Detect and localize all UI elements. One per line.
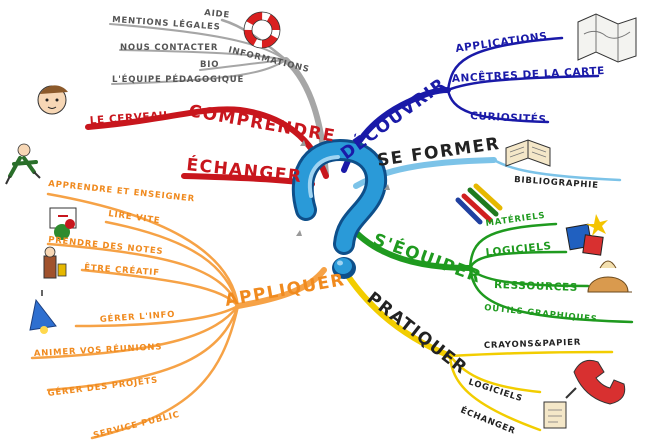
pratiquer-label[interactable]: PRATIQUER bbox=[363, 288, 471, 379]
appliquer-label[interactable]: APPLIQUER bbox=[223, 270, 346, 311]
equipe-pedagogique-link[interactable]: L'ÉQUIPE PÉDAGOGIQUE bbox=[112, 73, 244, 85]
sequiper-label[interactable]: S'ÉQUIPER bbox=[370, 228, 485, 288]
ressources-link[interactable]: RESSOURCES bbox=[494, 279, 578, 294]
painter-icon bbox=[49, 207, 77, 240]
applications-link[interactable]: APPLICATIONS bbox=[455, 30, 548, 55]
nous-contacter-link[interactable]: NOUS CONTACTER bbox=[120, 43, 218, 53]
etre-creatif-link[interactable]: ÊTRE CRÉATIF bbox=[84, 261, 160, 278]
book-icon bbox=[505, 139, 551, 167]
comprendre-branch-lines bbox=[85, 106, 329, 179]
prendre-des-notes-link[interactable]: PRENDRE DES NOTES bbox=[48, 235, 164, 257]
informations-branch-lines bbox=[109, 18, 329, 177]
animer-reunions-link[interactable]: ANIMER VOS RÉUNIONS bbox=[34, 340, 163, 359]
bio-link[interactable]: BIO bbox=[200, 60, 219, 70]
question-mark-icon[interactable] bbox=[291, 139, 388, 279]
reader-icon bbox=[43, 246, 67, 279]
le-cerveau-link[interactable]: LE CERVEAU bbox=[89, 110, 168, 127]
sport-icon bbox=[5, 143, 41, 185]
lamp-icon bbox=[29, 290, 57, 334]
phone-icon bbox=[573, 359, 626, 405]
ancetres-de-la-carte-link[interactable]: ANCÊTRES DE LA CARTE bbox=[451, 64, 605, 85]
head-icon bbox=[37, 85, 68, 115]
service-public-link[interactable]: SERVICE PUBLIC bbox=[92, 410, 181, 441]
pencils-icon bbox=[455, 183, 503, 225]
software-icon bbox=[565, 214, 608, 256]
writer-icon bbox=[543, 387, 577, 429]
logiciels-pratiquer-link[interactable]: LOGICIELS bbox=[467, 377, 524, 404]
pin-icon bbox=[296, 140, 390, 236]
bread-icon bbox=[587, 260, 632, 293]
appliquer-branch-lines bbox=[30, 192, 327, 440]
echanger-pratiquer-link[interactable]: ÉCHANGER bbox=[459, 404, 518, 437]
logiciels-equiper-link[interactable]: LOGICIELS bbox=[485, 240, 552, 259]
crayons-papier-link[interactable]: CRAYONS&PAPIER bbox=[484, 338, 582, 351]
aide-link[interactable]: AIDE bbox=[204, 8, 231, 21]
echanger-label[interactable]: ÉCHANGER bbox=[185, 153, 303, 187]
sequiper-branch-lines bbox=[347, 222, 634, 324]
curiosites-link[interactable]: CURIOSITÉS bbox=[470, 109, 547, 126]
pratiquer-branch-lines bbox=[341, 267, 614, 432]
gerer-projets-link[interactable]: GÉRER DES PROJETS bbox=[47, 374, 159, 399]
outils-graphiques-link[interactable]: OUTILS GRAPHIQUES bbox=[484, 303, 598, 325]
lifebuoy-icon bbox=[243, 11, 281, 49]
map-icon bbox=[577, 13, 637, 63]
informations-label[interactable]: INFORMATIONS bbox=[227, 45, 310, 75]
apprendre-enseigner-link[interactable]: APPRENDRE ET ENSEIGNER bbox=[48, 179, 196, 204]
